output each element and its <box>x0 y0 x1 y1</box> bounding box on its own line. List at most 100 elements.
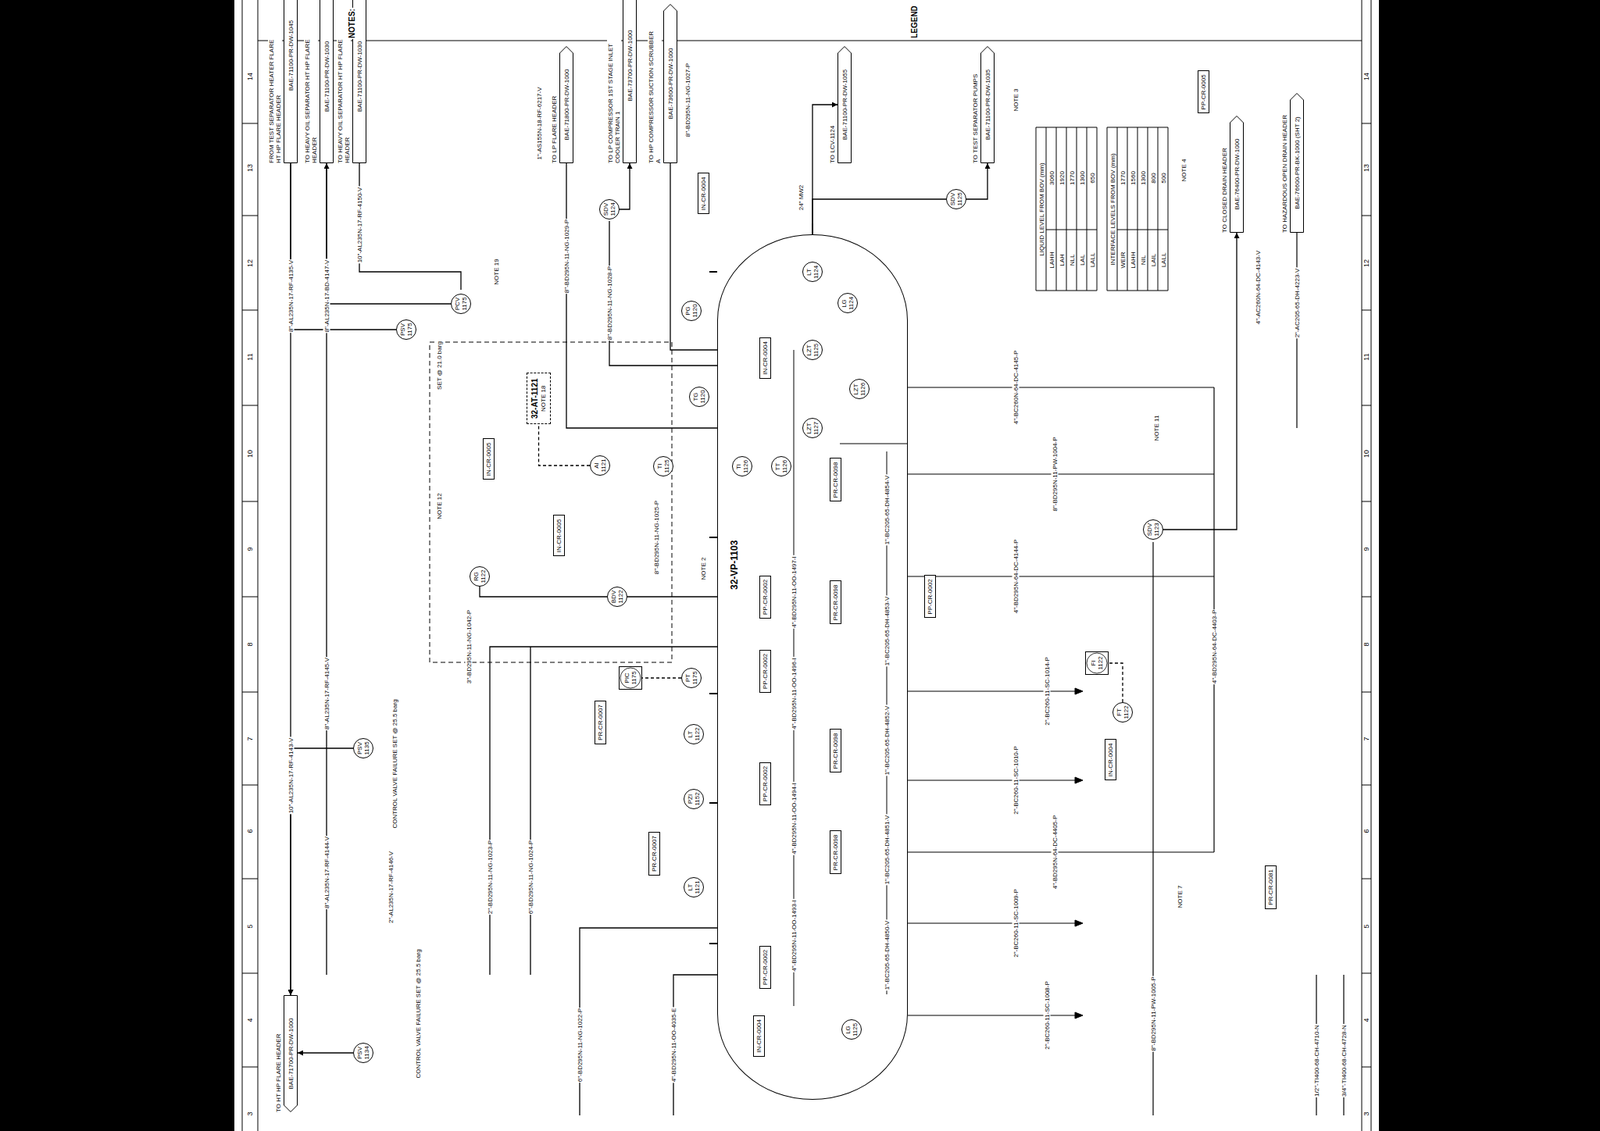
reference-box: PR-CR-0007 <box>648 832 661 876</box>
grid-number: 14 <box>246 71 254 82</box>
line-number: 8"-BD295N-11-NG-1029-P <box>563 218 571 294</box>
off-page-connector: FROM TEST SEPARATOR HEATER FLARE HT HP F… <box>283 0 298 164</box>
reference-box: IN-CR-0004 <box>1104 739 1117 782</box>
reference-box: PP-CR-0002 <box>924 575 936 619</box>
pipe-connector <box>966 163 988 200</box>
node-text: PIC 1175 <box>623 671 638 685</box>
line-number: 2"-BC260-11-SC-1010-P <box>1012 745 1020 816</box>
grid-number: 12 <box>1363 258 1371 268</box>
off-page-connector: TO HP COMPRESSOR SUCTION SCRUBBER ABAE-7… <box>663 3 678 164</box>
grid-number: 7 <box>246 735 254 742</box>
table-cell: 800 <box>1150 171 1158 184</box>
node-subtext: BAE-73600-PR-DW-1000 <box>667 48 675 120</box>
grid-number: 3 <box>1363 1110 1371 1117</box>
line-number: 8"-BD295N-11-NG-1028-P <box>606 265 614 341</box>
node-text: PR-CR-0098 <box>832 733 840 770</box>
connector-outline <box>981 46 995 164</box>
line-number: 8"-AL235N-17-RF-4144-V <box>323 835 331 910</box>
reference-box: IN-CR-0004 <box>759 337 772 379</box>
grid-number: 13 <box>1363 163 1371 173</box>
instrument-bubble: LT 1124 <box>802 262 823 283</box>
line-number: 4"-BD295N-11-OO-1494-I <box>790 782 798 856</box>
line-number: 6"-BD295N-11-NG-1022-P <box>576 1007 584 1083</box>
off-page-connector: TO HEAVY OIL SEPARATOR HT HP FLARE HEADE… <box>319 0 334 164</box>
instrument-bubble: PSV 1135 <box>353 738 374 759</box>
table-cell: 1300 <box>1139 170 1147 186</box>
pipe-connector <box>290 163 397 330</box>
line-number: 4"-BD295N-11-OO-1496-I <box>790 657 798 731</box>
node-text: TI 1126 <box>735 460 750 474</box>
node-text: PR-CR-0098 <box>832 462 840 499</box>
node-text: TO CLOSED DRAIN HEADER <box>1221 147 1229 233</box>
line-number: 3/4"-TI400-68-CH-4728-N <box>1340 1024 1348 1098</box>
node-text: PSV 1175 <box>399 322 414 336</box>
node-subtext: BAE-71100-PR-DW-1030 <box>323 41 331 112</box>
table-cell: 1770 <box>1119 170 1127 186</box>
vessel-internals <box>793 350 908 1007</box>
table-cell: LAHH <box>1048 250 1056 269</box>
line-number: 1"-BC205-65-DH-4854-V <box>883 475 891 547</box>
instrument-bubble: LZT 1126 <box>849 379 870 400</box>
node-text: TO LP FLARE HEADER <box>550 96 558 164</box>
connector-outline <box>560 46 574 164</box>
pipe-connector <box>627 596 718 597</box>
reference-box: PR-CR-0098 <box>829 458 842 503</box>
note-text: NOTE 19 <box>492 257 500 286</box>
line-number: 4"-BD295N-11-OO-4035-E <box>670 1007 678 1084</box>
line-number: 1"-BC205-65-DH-4851-V <box>883 814 891 886</box>
grid-number: 11 <box>1363 352 1371 361</box>
node-subtext: BAE-71100-PR-DW-1035 <box>984 69 992 140</box>
connector-outline <box>664 4 678 164</box>
instrument-bubble: PZI 1152 <box>683 789 704 810</box>
reference-box: PP-CR-0002 <box>759 650 772 693</box>
level-table <box>1035 127 1168 291</box>
line-number: 1"-BC205-65-DH-4853-V <box>883 596 891 668</box>
table-cell: 1920 <box>1058 170 1066 186</box>
node-text: TO TEST SEPARATOR PUMPS <box>971 74 979 164</box>
signal-line <box>539 424 591 466</box>
line-number: 4"-BD295N-11-OO-1497-I <box>790 555 798 629</box>
node-text: LT 1124 <box>805 265 820 279</box>
grid-number: 13 <box>246 163 254 173</box>
arrow-head <box>1075 688 1083 1019</box>
node-text: IN-CR-0004 <box>1107 743 1115 778</box>
dcs-circle <box>1086 653 1108 674</box>
line-number: 2"-BC260-11-SC-1008-P <box>1043 980 1051 1051</box>
node-text: IN-CR-0004 <box>761 341 769 375</box>
table-cell: LAL <box>1078 253 1086 267</box>
node-text: FROM TEST SEPARATOR HEATER FLARE HT HP F… <box>267 30 283 164</box>
instrument-bubble: TI 1125 <box>653 456 674 477</box>
node-text: SDV 1125 <box>949 192 964 206</box>
node-text: PSV 1134 <box>356 1046 371 1060</box>
grid-number: 9 <box>246 546 254 552</box>
reference-box: PR-CR-0098 <box>829 831 842 875</box>
vessel-nozzle <box>709 223 813 944</box>
note-text: NOTE 11 <box>1153 414 1161 443</box>
node-subtext: BAE-71100-PR-DW-1055 <box>841 69 849 140</box>
line-number: 2"-AL235N-17-RF-4146-V <box>387 850 395 925</box>
line-number: 10"-AL235N-17-RF-4143-V <box>287 737 295 815</box>
table-cell: LALL <box>1160 252 1168 269</box>
node-text: SDV 1124 <box>602 202 617 216</box>
line-number: 8"-AL235N-17-RF-4135-V <box>287 259 295 333</box>
note-text: NOTE 12 <box>435 492 443 520</box>
reference-box: IN-CR-0004 <box>697 173 710 215</box>
node-text: IN-CR-0005 <box>555 519 563 554</box>
pipe-connector <box>812 104 838 235</box>
grid-number: 6 <box>246 828 254 834</box>
instrument-bubble: TG 1120 <box>689 386 710 408</box>
off-page-connector: TO HT HP FLARE HEADERBAE-71700-PR-DW-100… <box>283 995 298 1113</box>
reference-box: PR-CR-0007 <box>594 700 607 745</box>
table-cell: 650 <box>1089 171 1097 184</box>
drawing-group <box>242 0 1372 1131</box>
line-number: 8"-BD295N-11-PW-1005-P <box>1150 975 1158 1052</box>
pipe-connector <box>479 586 608 597</box>
node-text: PR-CR-0098 <box>832 585 840 622</box>
node-text: TO HAZARDOUS OPEN DRAIN HEADER <box>1281 114 1289 233</box>
line-number: 3"-BD295N-11-NG-1042-P <box>465 609 473 685</box>
node-text: PP-CR-0005 <box>1200 74 1208 110</box>
line-number: 4"-BD295N-64-DC-4403-P <box>1210 609 1218 685</box>
node-text: FI 1122 <box>1089 656 1104 670</box>
table-cell: 3060 <box>1048 170 1056 186</box>
reference-box: PR-CR-0098 <box>829 581 842 625</box>
